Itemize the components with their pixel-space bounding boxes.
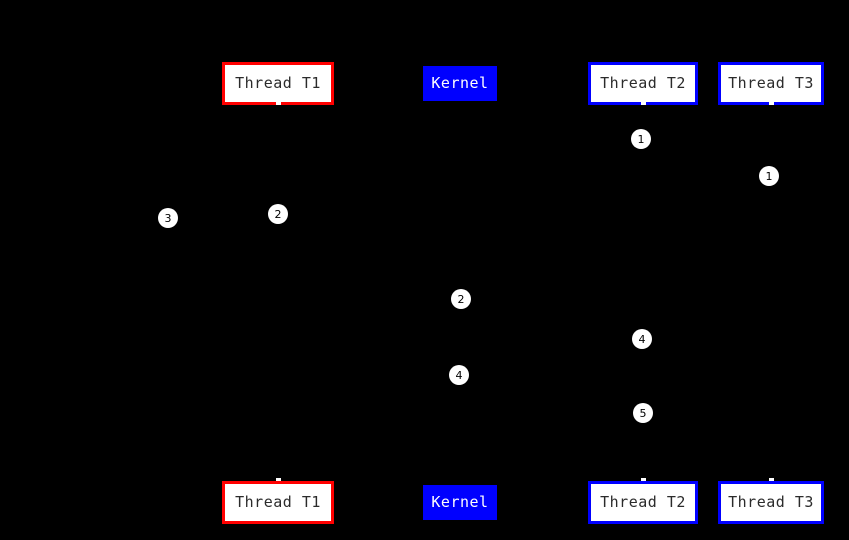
- participant-label-t2-top: Thread T2: [600, 74, 686, 92]
- participant-box-kernel-bottom[interactable]: Kernel: [423, 485, 497, 520]
- step-marker[interactable]: 2: [451, 289, 471, 309]
- message-arrow-3: [167, 107, 278, 218]
- step-marker[interactable]: 4: [449, 365, 469, 385]
- participant-box-t2-top[interactable]: Thread T2: [588, 62, 698, 105]
- step-marker[interactable]: 4: [632, 329, 652, 349]
- step-marker[interactable]: 5: [633, 403, 653, 423]
- participant-box-t3-top[interactable]: Thread T3: [718, 62, 824, 105]
- step-marker[interactable]: 3: [158, 208, 178, 228]
- lifeline-notch-t2-bottom: [641, 478, 646, 482]
- message-arrow-5: [459, 299, 643, 340]
- participant-box-t1-top[interactable]: Thread T1: [222, 62, 334, 105]
- lifeline-notch-t3-bottom: [769, 478, 774, 482]
- lifeline-t2: [643, 105, 644, 481]
- message-arrow-4: [277, 108, 459, 300]
- lifeline-notch-t3-top: [769, 101, 774, 105]
- step-marker[interactable]: 1: [631, 129, 651, 149]
- lifeline-t3: [771, 105, 772, 481]
- lifeline-notch-t1-top: [276, 101, 281, 105]
- participant-label-t2-bottom: Thread T2: [600, 493, 686, 511]
- lifeline-notch-t2-top: [641, 101, 646, 105]
- participant-box-kernel-top[interactable]: Kernel: [423, 66, 497, 101]
- participant-label-t1-bottom: Thread T1: [235, 493, 321, 511]
- participant-label-kernel-bottom: Kernel: [431, 493, 489, 511]
- step-marker[interactable]: 2: [268, 204, 288, 224]
- participant-box-t3-bottom[interactable]: Thread T3: [718, 481, 824, 524]
- step-marker[interactable]: 1: [759, 166, 779, 186]
- participant-box-t2-bottom[interactable]: Thread T2: [588, 481, 698, 524]
- message-arrow-2: [458, 107, 771, 196]
- message-arrow-7: [642, 413, 643, 481]
- participant-label-kernel-top: Kernel: [431, 74, 489, 92]
- lifeline-t1: [278, 105, 279, 481]
- participant-box-t1-bottom[interactable]: Thread T1: [222, 481, 334, 524]
- participant-label-t3-bottom: Thread T3: [728, 493, 814, 511]
- lifeline-notch-t1-bottom: [276, 478, 281, 482]
- message-arrow-6: [459, 375, 644, 414]
- participant-label-t1-top: Thread T1: [235, 74, 321, 92]
- participant-label-t3-top: Thread T3: [728, 74, 814, 92]
